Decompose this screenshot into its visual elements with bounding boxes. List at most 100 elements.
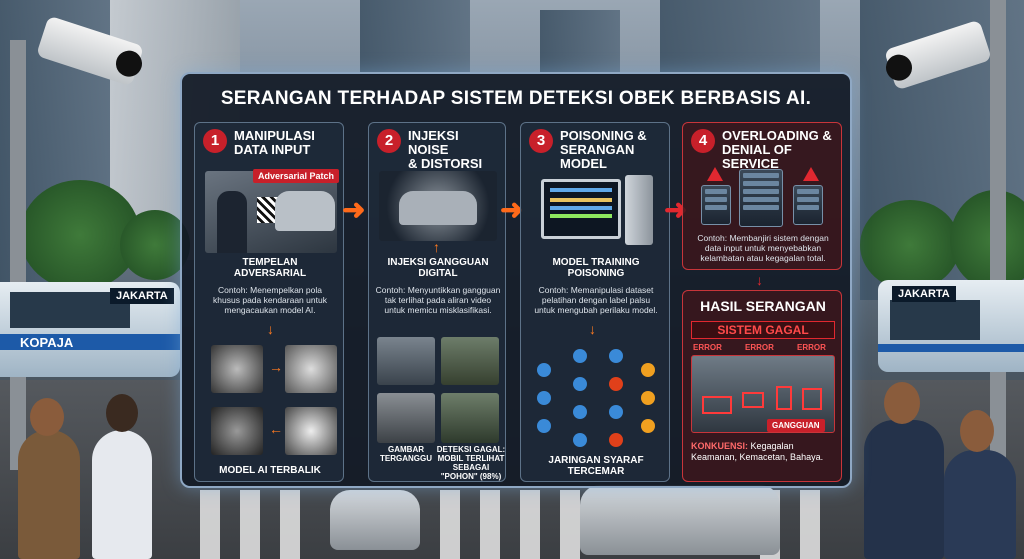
crosswalk-stripe — [520, 490, 540, 559]
tree — [120, 210, 190, 280]
interference-tag: GANGGUAN — [767, 419, 825, 432]
section-poisoning: 3 POISONING & SERANGAN MODEL MODEL TRAIN… — [520, 122, 670, 482]
person — [944, 450, 1016, 559]
disturbed-image — [441, 337, 499, 385]
section-header: 4 OVERLOADING & DENIAL OF SERVICE — [691, 129, 835, 171]
arrow-up-icon: ↑ — [433, 239, 440, 255]
consequence-value: Kegagalan Keamanan, Kemacetan, Bahaya. — [691, 441, 824, 462]
glitch-image — [285, 345, 337, 393]
server-icon — [739, 169, 783, 227]
camera-pole — [990, 0, 1006, 470]
result-heading: HASIL SERANGAN — [700, 298, 826, 314]
tree — [950, 190, 1024, 290]
glitch-image — [211, 407, 263, 455]
section-header: 2 INJEKSI NOISE & DISTORSI — [377, 129, 499, 171]
monitor-icon — [541, 179, 621, 239]
section-description: Contoh: Menempelkan pola khusus pada ken… — [213, 285, 327, 315]
patch-photo — [205, 171, 337, 253]
section-hasil-serangan: HASIL SERANGAN SISTEM GAGAL ERROR ERROR … — [682, 290, 842, 482]
person-icon — [217, 191, 247, 253]
misdetection-image — [441, 393, 499, 443]
section-heading: MANIPULASI DATA INPUT — [234, 128, 315, 157]
error-label: ERROR — [797, 343, 826, 352]
arrow-down-icon: ↓ — [756, 272, 763, 288]
car-icon — [399, 191, 477, 225]
section-header: 3 POISONING & SERANGAN MODEL — [529, 129, 663, 171]
detection-box — [742, 392, 764, 408]
sub-label: GAMBAR TERGANGGU — [380, 445, 432, 463]
building — [360, 0, 470, 75]
computer-tower-icon — [625, 175, 653, 245]
consequence-label: KONKUENSI: — [691, 441, 749, 451]
person — [92, 430, 152, 559]
sub-label: DETEKSI GAGAL: MOBIL TERLIHAT SEBAGAI "P… — [436, 445, 506, 481]
section-description: Contoh: Membanjiri sistem dengan data in… — [697, 233, 829, 263]
crosswalk-stripe — [800, 490, 820, 559]
adversarial-patch-badge: Adversarial Patch — [253, 169, 340, 183]
warning-icon — [803, 167, 819, 181]
server-icon — [793, 185, 823, 225]
page-title: SERANGAN TERHADAP SISTEM DETEKSI OBEK BE… — [220, 88, 812, 109]
bus-name: KOPAJA — [20, 335, 74, 350]
disturbed-image — [377, 337, 435, 385]
arrow-down-icon: ↓ — [589, 321, 596, 337]
person-head — [30, 398, 64, 436]
building — [540, 10, 620, 75]
arrow-right-icon: ➜ — [342, 194, 366, 225]
error-label: ERROR — [745, 343, 774, 352]
bottom-label: JARINGAN SYARAF TERCEMAR — [548, 455, 644, 477]
warning-icon — [707, 167, 723, 181]
section-description: Contoh: Menyuntikkan gangguan tak terlih… — [375, 285, 501, 315]
section-heading: POISONING & SERANGAN MODEL — [560, 128, 647, 171]
car-icon — [275, 191, 335, 231]
consequence-text: KONKUENSI: Kegagalan Keamanan, Kemacetan… — [691, 441, 837, 463]
person-head — [960, 410, 994, 452]
bottom-label: MODEL AI TERBALIK — [219, 465, 321, 476]
car — [580, 485, 780, 555]
section-number: 4 — [691, 129, 715, 153]
building — [660, 0, 820, 75]
arrow-right-icon: → — [269, 359, 283, 375]
crosswalk-stripe — [440, 490, 460, 559]
disturbed-image — [377, 393, 435, 443]
section-injeksi-noise: 2 INJEKSI NOISE & DISTORSI ↑ INJEKSI GAN… — [368, 122, 506, 482]
section-overloading: 4 OVERLOADING & DENIAL OF SERVICE Contoh… — [682, 122, 842, 270]
arrow-down-icon: ↓ — [267, 321, 274, 337]
glitch-image — [211, 345, 263, 393]
person-head — [106, 394, 138, 432]
arrow-left-icon: ← — [269, 421, 283, 437]
noisy-car-image — [379, 171, 497, 241]
server-icon — [701, 185, 731, 225]
image-label: INJEKSI GANGGUAN DIGITAL — [387, 257, 489, 279]
section-number: 2 — [377, 129, 401, 153]
section-header: 1 MANIPULASI DATA INPUT — [203, 129, 337, 157]
person — [864, 420, 944, 559]
bus-sign: JAKARTA — [110, 288, 174, 304]
arrow-right-icon: ➜ — [664, 194, 688, 225]
detection-box — [802, 388, 822, 410]
section-number: 3 — [529, 129, 553, 153]
bus-left: JAKARTA KOPAJA — [0, 282, 180, 377]
person — [18, 430, 80, 559]
system-failed-status: SISTEM GAGAL — [691, 321, 835, 339]
tree — [20, 180, 140, 290]
person-head — [884, 382, 920, 424]
crosswalk-stripe — [240, 490, 260, 559]
section-heading: INJEKSI NOISE & DISTORSI — [408, 128, 483, 171]
error-label: ERROR — [693, 343, 722, 352]
camera-pole — [10, 40, 26, 470]
car — [330, 490, 420, 550]
glitch-image — [285, 407, 337, 455]
arrow-right-icon: ➜ — [500, 194, 524, 225]
section-heading: OVERLOADING & DENIAL OF SERVICE — [722, 128, 832, 171]
detection-box — [702, 396, 732, 414]
tree — [860, 200, 960, 290]
section-manipulasi-data-input: 1 MANIPULASI DATA INPUT Adversarial Patc… — [194, 122, 344, 482]
image-label: MODEL TRAINING POISONING — [552, 257, 640, 279]
crosswalk-stripe — [480, 490, 500, 559]
image-label: TEMPELAN ADVERSARIAL — [233, 257, 307, 279]
bus-sign: JAKARTA — [892, 286, 956, 302]
bus-right: JAKARTA — [878, 280, 1024, 372]
crosswalk-stripe — [280, 490, 300, 559]
crosswalk-stripe — [200, 490, 220, 559]
